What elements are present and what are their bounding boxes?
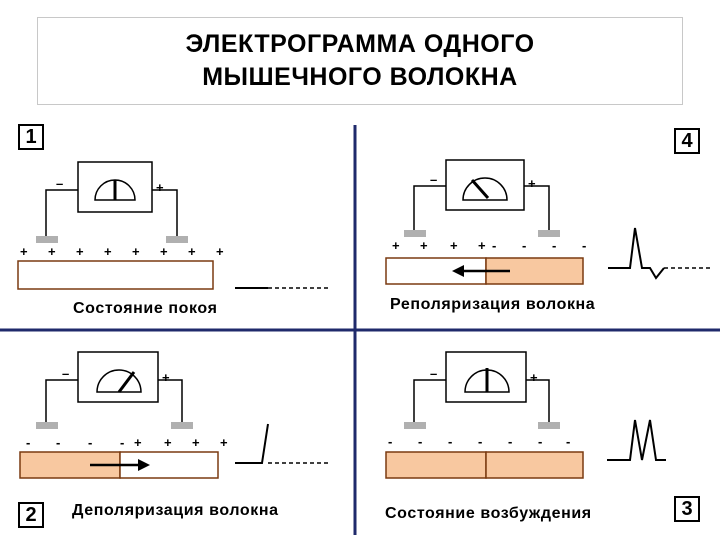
charge-sign: - (56, 435, 60, 450)
title-line-1: ЭЛЕКТРОГРАММА ОДНОГО (185, 30, 535, 58)
electrode-left (36, 422, 58, 429)
electrode-right (171, 422, 193, 429)
charge-sign: - (418, 434, 422, 449)
charge-sign: + (420, 238, 428, 253)
charge-sign: + (164, 435, 172, 450)
wave-arrow-head (138, 459, 150, 471)
electrogram-trace (607, 419, 666, 461)
charge-sign: - (552, 238, 556, 253)
meter-plus-sign: + (162, 370, 170, 385)
electrode-left (36, 236, 58, 243)
meter-box (445, 159, 525, 211)
panel-1-caption: Состояние покоя (73, 300, 218, 317)
charge-sign: + (216, 244, 224, 259)
charge-sign: - (120, 435, 124, 450)
meter-wire-left (413, 379, 446, 424)
charge-sign: - (582, 238, 586, 253)
charge-sign: - (448, 434, 452, 449)
charge-sign: - (26, 435, 30, 450)
charge-sign: + (160, 244, 168, 259)
meter-wire-left (45, 189, 78, 238)
charge-sign: + (134, 435, 142, 450)
charge-sign: + (76, 244, 84, 259)
meter-wire-left (45, 379, 78, 424)
charge-sign: + (20, 244, 28, 259)
panel-2-number: 2 (18, 502, 44, 528)
meter-plus-sign: + (156, 180, 164, 195)
panel-3-caption: Состояние возбуждения (385, 505, 592, 522)
meter-minus-sign: – (430, 172, 437, 187)
electrode-right (538, 230, 560, 237)
charge-sign: + (188, 244, 196, 259)
charge-signs-panel-2: ----++++ (26, 435, 228, 450)
charge-sign: - (508, 434, 512, 449)
charge-sign: - (566, 434, 570, 449)
fiber-right-half (485, 451, 584, 479)
title-line-2: МЫШЕЧНОГО ВОЛОКНА (202, 63, 518, 91)
meter-wire-right (158, 379, 183, 424)
meter-plus-sign: + (528, 176, 536, 191)
charge-signs-panel-1: + + + + + + + + (20, 244, 224, 259)
charge-signs-panel-3: ------- (388, 434, 570, 449)
meter-minus-sign: – (56, 176, 63, 191)
panel-2-diagram (19, 351, 330, 479)
panel-1-number: 1 (18, 124, 44, 150)
charge-sign: - (538, 434, 542, 449)
meter-wire-right (152, 189, 178, 238)
charge-sign: + (478, 238, 486, 253)
meter-needle (117, 371, 136, 393)
electrogram-trace (608, 227, 665, 280)
panel-4-number: 4 (674, 128, 700, 154)
panel-4-diagram (385, 159, 710, 285)
electrode-right (166, 236, 188, 243)
meter-wire-right (524, 185, 550, 232)
charge-sign: - (478, 434, 482, 449)
electrode-left (404, 422, 426, 429)
charge-sign: + (220, 435, 228, 450)
meter-plus-sign: + (530, 370, 538, 385)
electrogram-trace (235, 423, 269, 464)
charge-sign: + (392, 238, 400, 253)
panel-3-number: 3 (674, 496, 700, 522)
electrode-right (538, 422, 560, 429)
charge-signs-panel-4: ++++---- (392, 238, 586, 253)
meter-wire-left (413, 185, 446, 232)
electrode-left (404, 230, 426, 237)
charge-sign: - (388, 434, 392, 449)
charge-sign: + (48, 244, 56, 259)
meter-needle (470, 179, 490, 199)
charge-sign: + (450, 238, 458, 253)
title-box (37, 17, 683, 105)
charge-sign: - (492, 238, 496, 253)
meter-wire-right (526, 379, 550, 424)
fiber-bar (17, 260, 214, 290)
panel-3-diagram (385, 351, 666, 479)
charge-sign: + (104, 244, 112, 259)
wave-arrow-head (452, 265, 464, 277)
panel-2-caption: Деполяризация волокна (72, 502, 279, 519)
panel-1-diagram (17, 161, 328, 290)
meter-minus-sign: – (430, 366, 437, 381)
charge-sign: + (132, 244, 140, 259)
fiber-left-half (385, 451, 487, 479)
charge-sign: - (522, 238, 526, 253)
charge-sign: + (192, 435, 200, 450)
meter-minus-sign: – (62, 366, 69, 381)
charge-sign: - (88, 435, 92, 450)
panel-4-caption: Реполяризация волокна (390, 296, 596, 313)
